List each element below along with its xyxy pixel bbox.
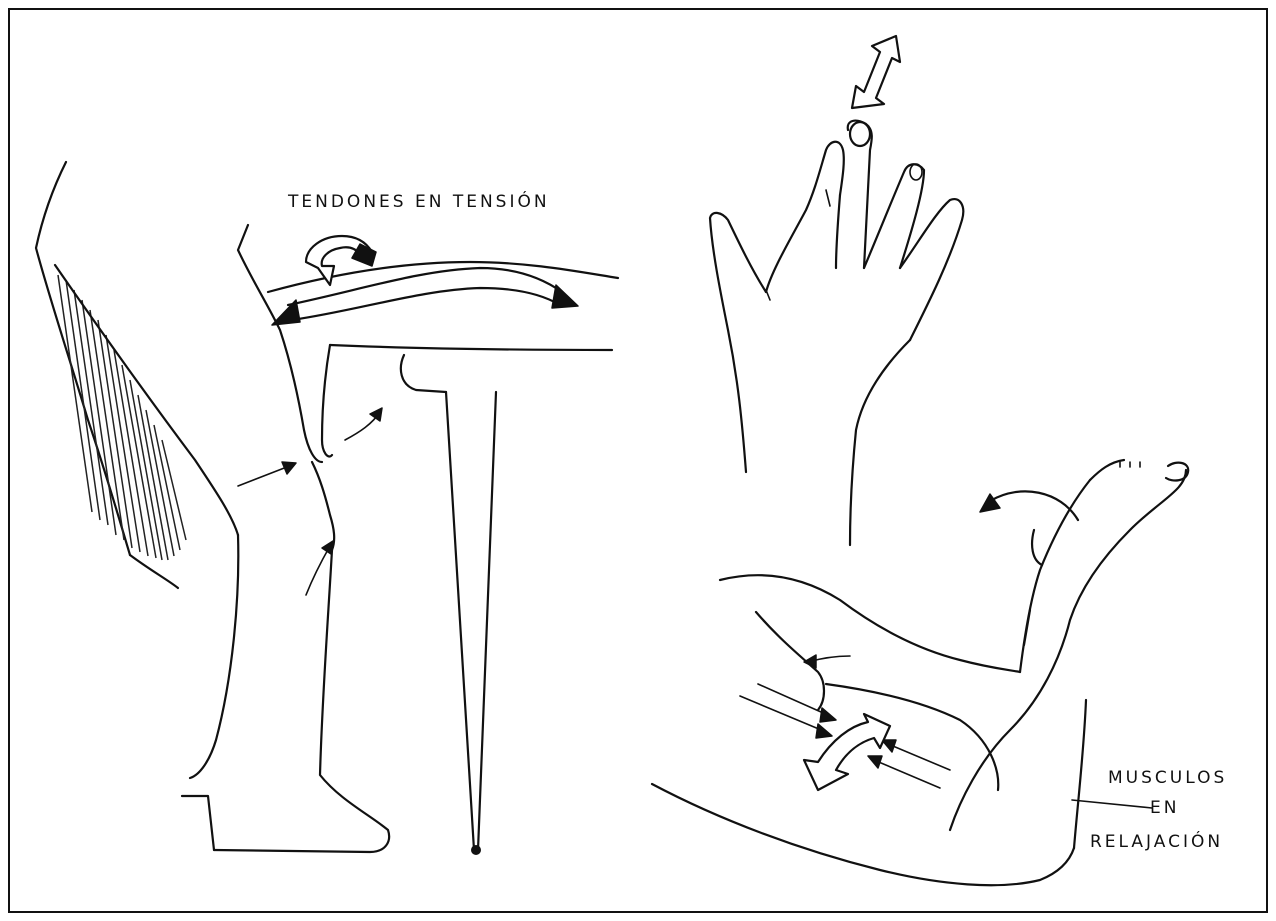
raised-hand <box>710 36 963 545</box>
tension-arrow-lower <box>292 288 560 320</box>
fingernail <box>850 122 870 146</box>
muscle-arrow-4 <box>874 760 940 788</box>
back-leg <box>1074 700 1086 848</box>
middle-nail <box>910 164 922 180</box>
muscles-label-line2: EN <box>1150 798 1179 818</box>
muscle-arrow-3 <box>888 744 950 770</box>
lying-leg <box>652 460 1188 885</box>
arrow-knee <box>306 546 330 595</box>
thumb-knuckle <box>766 290 770 300</box>
table-leg-left <box>446 392 474 850</box>
shin-front <box>1020 480 1090 672</box>
hand-outline <box>710 213 766 472</box>
twist-arrow <box>306 236 376 285</box>
finger-crease <box>826 190 830 206</box>
tension-arrow <box>272 268 578 325</box>
label-leader <box>1072 800 1152 808</box>
tendons-label: TENDONES EN TENSIÓN <box>287 190 550 212</box>
table-leg-right <box>478 392 496 850</box>
leg-front <box>214 550 389 852</box>
muscles-label-line3: RELAJACIÓN <box>1090 830 1223 852</box>
muscle-arrow-1 <box>758 684 830 716</box>
tension-arrow-head-left <box>272 300 300 325</box>
rotation-arrow <box>804 714 890 790</box>
palm-right <box>850 340 910 545</box>
leg-back <box>190 535 238 778</box>
muscle-arrow-1-head <box>820 708 836 722</box>
table <box>401 355 496 855</box>
muscle-arrow-2-head <box>816 724 832 738</box>
table-leg-foot <box>471 845 481 855</box>
hair-hatching <box>58 275 186 560</box>
lower-contour <box>652 784 1074 885</box>
arrow-elbow-head <box>370 408 382 421</box>
table-edge <box>401 355 446 392</box>
foot-top <box>1090 460 1124 480</box>
frame-border <box>9 9 1267 912</box>
muscle-arrow-4-head <box>868 756 882 768</box>
arm-lower-line <box>330 345 612 350</box>
muscle-arrow-2 <box>740 696 826 732</box>
hair-lower <box>130 555 178 588</box>
muscles-label-line1: MUSCULOS <box>1108 768 1227 788</box>
elbow-drop <box>322 345 332 457</box>
toe-marks <box>1120 462 1140 467</box>
arrow-abdomen-head <box>282 462 296 474</box>
double-arrow <box>852 36 900 108</box>
thumb-inner <box>766 142 844 292</box>
ring-finger <box>900 199 963 340</box>
knee-line <box>1024 530 1042 645</box>
arrow-knee-head <box>322 541 333 554</box>
torso-front <box>312 462 334 550</box>
muscle-arrow-3-head <box>882 740 896 752</box>
tension-arrow-head-right <box>552 285 578 308</box>
foot <box>182 796 214 850</box>
